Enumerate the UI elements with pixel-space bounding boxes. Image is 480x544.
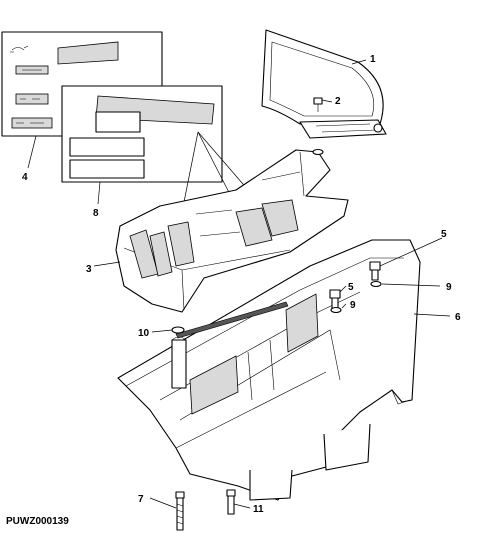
leader-6	[413, 313, 451, 317]
callout-4: 4	[22, 172, 28, 183]
washer-10	[171, 326, 185, 334]
callout-11: 11	[253, 504, 264, 515]
leader-5b	[339, 285, 347, 293]
washer-9b	[330, 306, 342, 314]
bolt-7	[175, 491, 185, 531]
leader-11	[233, 503, 251, 509]
leader-9a	[381, 283, 441, 287]
callout-9a: 9	[446, 282, 452, 293]
leader-1	[351, 59, 367, 65]
shield-panel-1	[261, 29, 387, 139]
callout-3: 3	[86, 264, 92, 275]
seat-console-3	[115, 149, 349, 313]
callout-7: 7	[138, 494, 144, 505]
leader-3	[93, 261, 121, 267]
callout-8: 8	[93, 208, 99, 219]
callout-10: 10	[138, 328, 150, 339]
callout-6: 6	[455, 312, 461, 323]
leader-8	[97, 181, 101, 205]
leader-10	[151, 329, 173, 333]
lower-housing-6	[117, 239, 421, 501]
screw-2	[313, 97, 323, 112]
leader-2	[321, 99, 333, 103]
bolt-5b	[329, 289, 341, 309]
callout-9b: 9	[350, 300, 356, 311]
leader-7	[149, 497, 177, 509]
callout-1: 1	[370, 54, 376, 65]
leader-4	[27, 135, 37, 169]
callout-5a: 5	[441, 229, 447, 240]
washer-upper	[312, 148, 324, 156]
leader-5a	[379, 237, 443, 267]
leader-9b	[341, 303, 347, 309]
callout-2: 2	[335, 96, 341, 107]
figure-id-label: PUWZ000139	[6, 516, 69, 527]
washer-9a	[370, 280, 382, 288]
decal-sheet-8	[61, 85, 223, 183]
bolt-5a	[369, 261, 381, 281]
bolt-11	[226, 489, 236, 515]
callout-5b: 5	[348, 282, 354, 293]
